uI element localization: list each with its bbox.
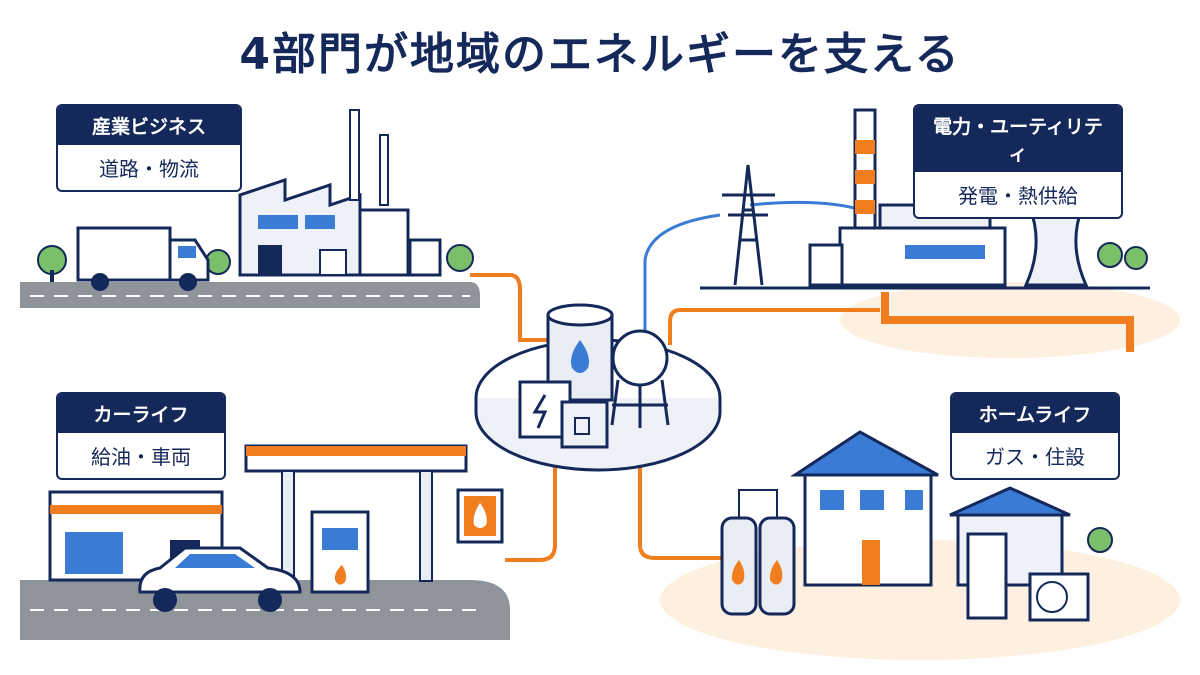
factory-icon xyxy=(238,109,442,277)
connector-utility-blue xyxy=(643,213,721,335)
gas-station-icon xyxy=(244,444,504,594)
sector-label-home: ホームライフ ガス・住設 xyxy=(950,392,1120,480)
connector-car xyxy=(505,455,557,562)
sector-detail: 給油・車両 xyxy=(91,445,191,469)
energy-hub-icon xyxy=(474,303,722,472)
power-tower-icon xyxy=(722,164,775,286)
power-plant-icon xyxy=(808,108,1007,287)
pipeline xyxy=(881,292,1134,352)
connector-utility-orange xyxy=(668,308,880,345)
page-title: 4部門が地域のエネルギーを支える xyxy=(239,29,961,80)
connector-industry xyxy=(470,273,548,342)
flame-icon xyxy=(571,340,589,373)
gas-cylinder-icon xyxy=(720,489,796,616)
tree-icon xyxy=(37,244,474,282)
sector-name: カーライフ xyxy=(58,394,224,433)
truck-icon xyxy=(76,226,210,291)
sector-detail: 道路・物流 xyxy=(99,157,199,181)
sector-label-utility: 電力・ユーティリティ 発電・熱供給 xyxy=(913,104,1123,219)
sector-label-car: カーライフ 給油・車両 xyxy=(56,392,226,480)
sector-name: ホームライフ xyxy=(952,394,1118,433)
sector-detail: ガス・住設 xyxy=(985,445,1085,469)
sector-name: 電力・ユーティリティ xyxy=(915,106,1121,172)
connector-home xyxy=(638,455,725,560)
sector-name: 産業ビジネス xyxy=(58,106,240,145)
sector-label-industry: 産業ビジネス 道路・物流 xyxy=(56,104,242,192)
house-icon xyxy=(790,430,1113,622)
cooling-tower-icon xyxy=(1023,206,1148,287)
sector-detail: 発電・熱供給 xyxy=(958,184,1078,208)
car-icon xyxy=(138,546,302,612)
lightning-icon xyxy=(532,394,548,429)
